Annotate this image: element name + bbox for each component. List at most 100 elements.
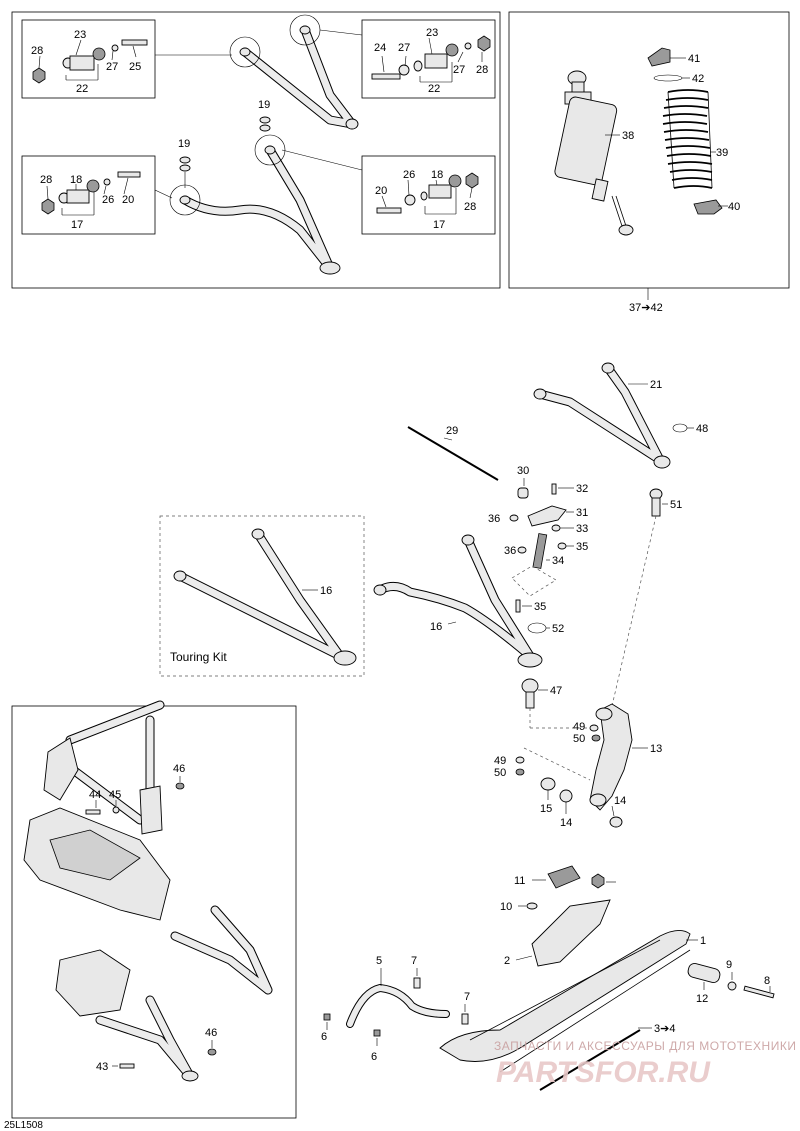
spindle-13 [589,703,633,811]
callout-46: 46 [173,763,185,775]
ski-body [439,930,691,1062]
lower-a-arm-16 [373,534,543,668]
callout-30: 30 [517,465,529,477]
watermark-text: ЗАПЧАСТИ И АКСЕССУАРЫ ДЛЯ МОТОТЕХНИКИ [494,1039,796,1053]
callout-20-b: 20 [375,185,387,197]
touring-kit-box: 16 Touring Kit [159,515,365,677]
callout-14: 14 [560,817,572,829]
callout-23-b: 23 [426,27,438,39]
watermark: ЗАПЧАСТИ И АКСЕССУАРЫ ДЛЯ МОТОТЕХНИКИ PA… [494,1039,796,1089]
callout-45: 45 [109,789,121,801]
drawing-code: 25L1508 [4,1120,43,1131]
callout-18-b: 18 [431,169,443,181]
watermark-logo: PARTSFOR.RU [496,1056,711,1089]
callout-21: 21 [650,379,662,391]
callout-17: 17 [71,219,83,231]
callout-27: 27 [106,61,118,73]
callout-48: 48 [696,423,708,435]
callout-28-d: 28 [464,201,476,213]
bushing-detail-box-2 [361,19,496,99]
callout-2: 2 [504,955,510,967]
callout-6-b: 6 [371,1051,377,1063]
callout-27-c: 27 [453,64,465,76]
callout-19: 19 [178,138,190,150]
callout-50-b: 50 [494,767,506,779]
lower-a-arm-illustration [169,134,341,275]
callout-38: 38 [622,130,634,142]
callout-41: 41 [688,53,700,65]
callout-22: 22 [76,83,88,95]
bushing-kit-3 [41,171,141,215]
callout-51: 51 [670,499,682,511]
upper-a-arm-21 [533,362,671,469]
callout-27-b: 27 [398,42,410,54]
callout-37-42: 37➔42 [629,302,663,314]
callout-29: 29 [446,425,458,437]
callout-46-b: 46 [205,1027,217,1039]
callout-8: 8 [764,975,770,987]
callout-44: 44 [89,789,101,801]
bushing-kit-4 [376,172,479,214]
circlip-ring [653,74,683,82]
callout-28-b: 28 [476,64,488,76]
callout-14-b: 14 [614,795,626,807]
callout-7-b: 7 [464,991,470,1003]
callout-13: 13 [650,743,662,755]
callout-31: 31 [576,507,588,519]
callout-35-b: 35 [534,601,546,613]
spring-seat-bottom [693,199,723,215]
bushing-detail-box-3 [21,155,156,235]
bushing-kit-1 [32,39,148,84]
callout-5: 5 [376,955,382,967]
callout-35: 35 [576,541,588,553]
callout-12: 12 [696,993,708,1005]
callout-32: 32 [576,483,588,495]
callout-18: 18 [70,174,82,186]
a-arm-panel: 23 28 27 25 22 23 24 27 27 28 22 [11,11,501,289]
callout-49: 49 [573,721,585,733]
callout-36-b: 36 [504,545,516,557]
shock-panel: 38 39 41 42 40 37➔42 [508,11,790,314]
callout-40: 40 [728,201,740,213]
callout-16: 16 [430,621,442,633]
frame-panel: 46 44 45 46 43 [11,700,297,1119]
callout-50: 50 [573,733,585,745]
bushing-kit-2 [371,35,491,80]
callout-28: 28 [31,45,43,57]
callout-49-b: 49 [494,755,506,767]
callout-34: 34 [552,555,564,567]
callout-15: 15 [540,803,552,815]
callout-47: 47 [550,685,562,697]
callout-17-b: 17 [433,219,445,231]
callout-3-4: 3➔4 [654,1023,675,1035]
callout-7: 7 [411,955,417,967]
callout-16-touring: 16 [320,585,332,597]
upper-a-arm-illustration [229,14,359,130]
callout-24: 24 [374,42,386,54]
callout-1: 1 [700,935,706,947]
bushing-detail-box-1 [21,19,156,99]
callout-33: 33 [576,523,588,535]
callout-10: 10 [500,901,512,913]
callout-26-b: 26 [403,169,415,181]
coil-spring-illustration [662,89,713,189]
ski-assembly: 11 10 2 1 3➔4 12 9 8 [321,865,775,1091]
callout-20: 20 [122,194,134,206]
callout-22-b: 22 [428,83,440,95]
chassis-frame-illustration [23,700,273,1082]
bushing-detail-box-4 [361,155,496,235]
ski-handle-pad [547,865,581,889]
shock-absorber-illustration [554,70,634,236]
callout-19-b: 19 [258,99,270,111]
callout-26: 26 [102,194,114,206]
main-assembly: 21 48 51 29 30 32 33 31 36 36 [373,362,708,829]
touring-kit-label: Touring Kit [170,650,227,664]
callout-43: 43 [96,1061,108,1073]
callout-39: 39 [716,147,728,159]
spring-seat-top [647,47,671,67]
callout-6: 6 [321,1031,327,1043]
callout-42: 42 [692,73,704,85]
callout-11: 11 [514,875,525,887]
callout-28-c: 28 [40,174,52,186]
